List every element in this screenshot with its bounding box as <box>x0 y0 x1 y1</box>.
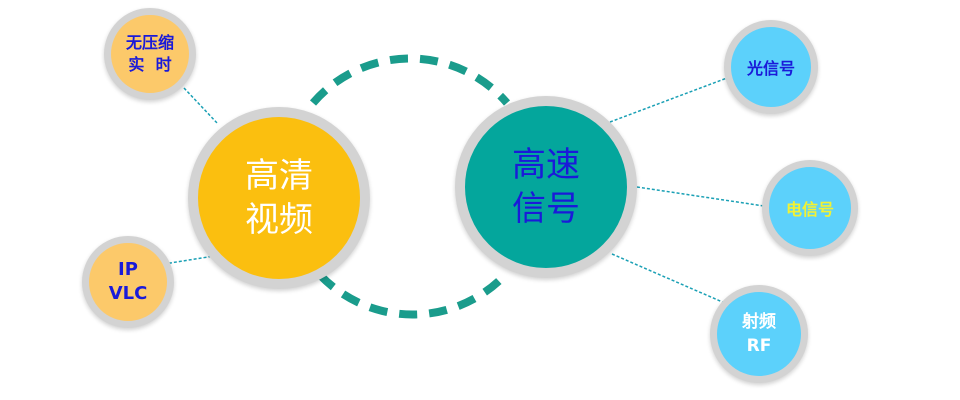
node-uncompressed-line2: 实 时 <box>128 55 172 74</box>
node-ip-vlc: IP VLC <box>82 236 174 328</box>
node-high-speed-signal: 高速 信号 <box>455 96 637 278</box>
node-ip-vlc-line1: IP <box>118 259 138 280</box>
node-electrical-signal: 电信号 <box>762 160 858 256</box>
node-rf: 射频 RF <box>710 285 808 383</box>
connector-arc-top <box>309 54 511 106</box>
node-high-speed-signal-line2: 信号 <box>512 189 580 229</box>
link-electrical <box>636 186 765 207</box>
node-rf-line2: RF <box>746 336 772 356</box>
node-electrical-signal-label: 电信号 <box>785 200 834 219</box>
node-uncompressed-realtime: 无压缩 实 时 <box>104 8 196 100</box>
link-optical <box>609 77 728 123</box>
node-optical-signal: 光信号 <box>724 20 818 114</box>
node-uncompressed-line1: 无压缩 <box>125 33 174 52</box>
node-high-speed-signal-line1: 高速 <box>512 145 580 185</box>
node-hd-video: 高清 视频 <box>188 107 370 289</box>
connector-arc-bottom <box>317 272 508 319</box>
node-hd-video-line1: 高清 <box>245 156 313 196</box>
node-rf-line1: 射频 <box>742 312 776 332</box>
node-optical-signal-label: 光信号 <box>746 59 795 78</box>
link-ip-vlc <box>163 255 215 265</box>
node-hd-video-line2: 视频 <box>245 200 313 240</box>
link-rf <box>611 253 728 305</box>
node-ip-vlc-line2: VLC <box>108 283 148 304</box>
link-uncompressed <box>183 87 219 125</box>
